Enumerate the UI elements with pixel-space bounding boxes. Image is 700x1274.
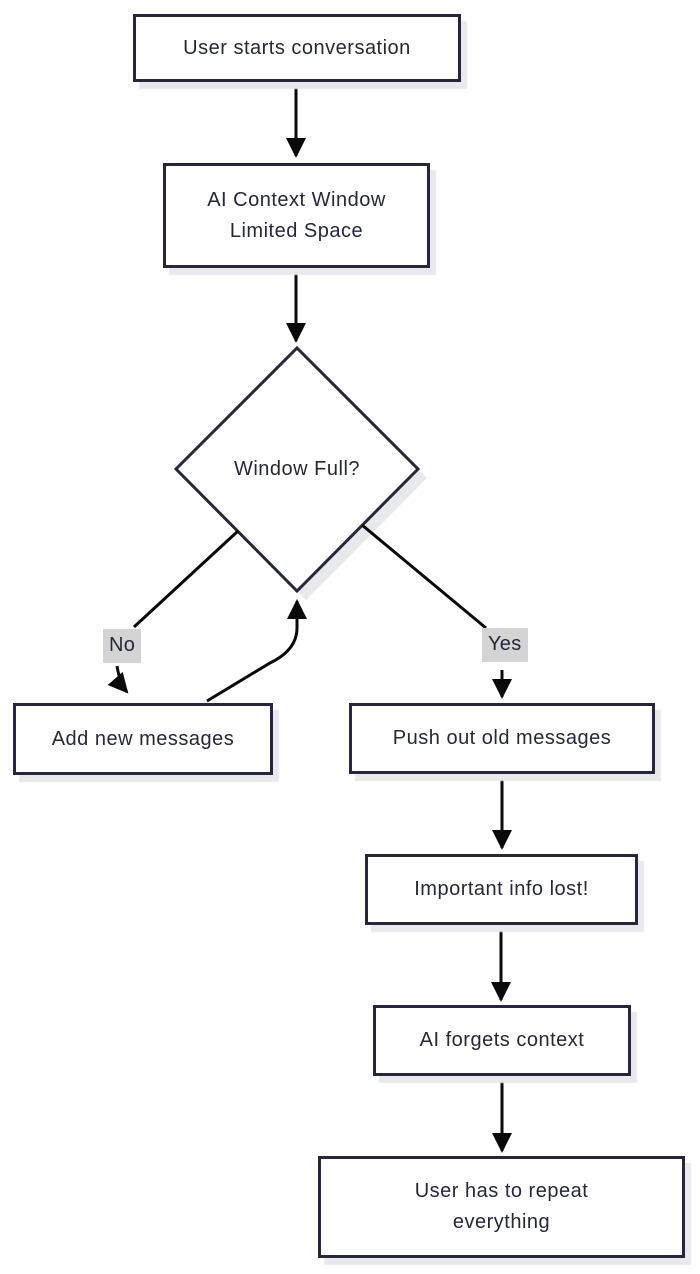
edge-decision-to-no-label [132, 529, 240, 629]
edge-label-no: No [103, 629, 142, 663]
decision-diamond-shape [173, 345, 421, 594]
node-repeat-label: User has to repeat everything [414, 1180, 589, 1233]
edge-decision-to-yes-label [361, 523, 487, 630]
flowchart-node-repeat: User has to repeat everything [318, 1156, 685, 1258]
node-window-full-label: Window Full? [233, 457, 361, 480]
node-forgets-label: AI forgets context [419, 1029, 585, 1051]
flowchart-node-push-out: Push out old messages [349, 703, 655, 774]
edge-label-yes: Yes [482, 628, 528, 662]
arrow-add-messages-to-decision [206, 599, 307, 703]
flowchart-node-window-full: Window Full? [177, 441, 417, 497]
node-push-out-label: Push out old messages [392, 727, 612, 749]
node-context-window-label: AI Context Window Limited Space [207, 188, 386, 242]
node-add-messages-label: Add new messages [51, 727, 235, 750]
flowchart-node-add-messages: Add new messages [13, 703, 273, 775]
flowchart-node-info-lost: Important info lost! [365, 854, 638, 925]
node-info-lost-label: Important info lost! [414, 878, 589, 900]
arrow-no-to-add-messages [107, 665, 129, 694]
flowchart-node-context-window: AI Context Window Limited Space [163, 163, 430, 268]
node-start-label: User starts conversation [183, 36, 411, 59]
flowchart-node-start: User starts conversation [133, 14, 461, 82]
flowchart-node-forgets: AI forgets context [373, 1005, 631, 1076]
